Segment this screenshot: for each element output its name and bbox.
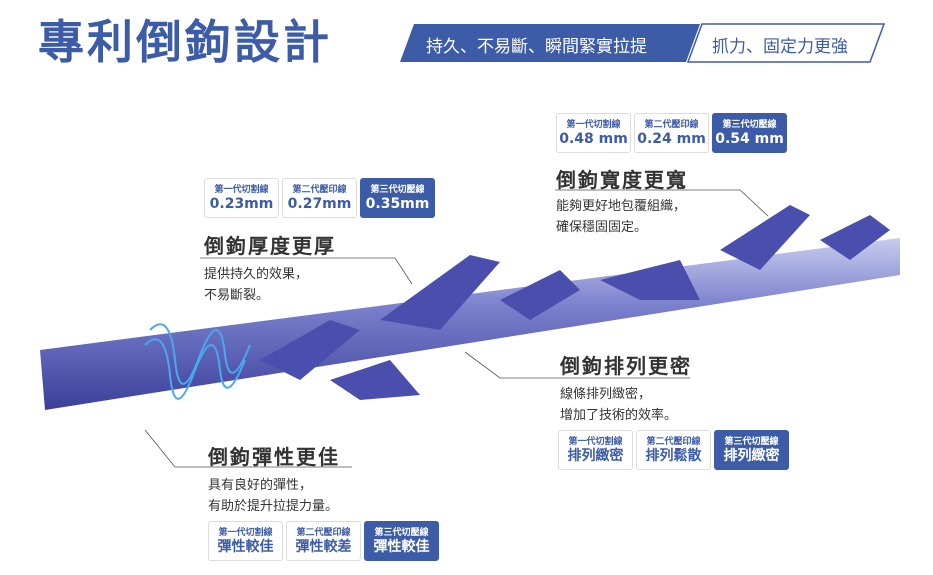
generation-cell: 第三代切壓線彈性較佳: [364, 521, 439, 561]
banner-primary: 持久、不易斷、瞬間緊實拉提: [426, 37, 647, 57]
generation-value: 0.35mm: [365, 196, 430, 212]
generation-cell: 第三代切壓線排列緻密: [714, 430, 789, 470]
generation-label: 第三代切壓線: [374, 528, 429, 538]
generation-value: 0.24 mm: [637, 131, 706, 147]
generation-value: 排列緻密: [723, 448, 780, 464]
generation-cell: 第一代切割線彈性較佳: [208, 521, 283, 561]
generation-value: 0.54 mm: [715, 131, 784, 147]
generation-label: 第一代切割線: [218, 528, 273, 538]
generation-value: 0.23mm: [209, 196, 274, 212]
generation-label: 第三代切壓線: [722, 120, 777, 130]
page-title: 專利倒鉤設計: [38, 15, 332, 69]
elasticity-comparison: 第一代切割線彈性較佳 第二代壓印線彈性較差 第三代切壓線彈性較佳: [208, 521, 439, 561]
barbs: [260, 205, 890, 400]
generation-label: 第一代切割線: [568, 437, 623, 447]
generation-value: 彈性較佳: [373, 539, 430, 555]
feature-heading: 倒鉤排列更密: [560, 354, 692, 378]
feature-description: 線條排列緻密，增加了技術的效率。: [560, 387, 678, 423]
generation-label: 第二代壓印線: [292, 185, 347, 195]
generation-value: 彈性較差: [295, 539, 352, 555]
feature-heading: 倒鉤厚度更厚: [204, 234, 336, 258]
generation-value: 0.27mm: [287, 196, 352, 212]
elastic-spring: [144, 323, 251, 400]
generation-label: 第二代壓印線: [646, 437, 701, 447]
feature-heading: 倒鉤寬度更寬: [556, 168, 688, 192]
generation-value: 彈性較佳: [217, 539, 274, 555]
banner-shape: [400, 23, 885, 63]
generation-label: 第一代切割線: [214, 185, 269, 195]
generation-cell: 第一代切割線排列緻密: [558, 430, 633, 470]
tagline-banner: 持久、不易斷、瞬間緊實拉提 抓力、固定力更強: [400, 22, 885, 64]
generation-cell: 第二代壓印線彈性較差: [286, 521, 361, 561]
feature-description: 提供持久的效果，不易斷裂。: [204, 267, 309, 303]
feature-heading: 倒鉤彈性更佳: [208, 445, 340, 469]
generation-label: 第三代切壓線: [724, 437, 779, 447]
generation-value: 0.48 mm: [559, 131, 628, 147]
generation-value: 排列緻密: [567, 448, 624, 464]
feature-description: 具有良好的彈性，有助於提升拉提力量。: [208, 478, 339, 514]
feature-description: 能夠更好地包覆組織，確保穩固固定。: [556, 199, 687, 235]
callout-lines: [144, 189, 769, 468]
generation-cell: 第二代壓印線排列鬆散: [636, 430, 711, 470]
banner-secondary: 抓力、固定力更強: [712, 37, 848, 57]
density-comparison: 第一代切割線排列緻密 第二代壓印線排列鬆散 第三代切壓線排列緻密: [558, 430, 789, 470]
generation-label: 第二代壓印線: [644, 120, 699, 130]
generation-label: 第二代壓印線: [296, 528, 351, 538]
generation-label: 第三代切壓線: [370, 185, 425, 195]
generation-label: 第一代切割線: [566, 120, 621, 130]
generation-value: 排列鬆散: [645, 448, 702, 464]
